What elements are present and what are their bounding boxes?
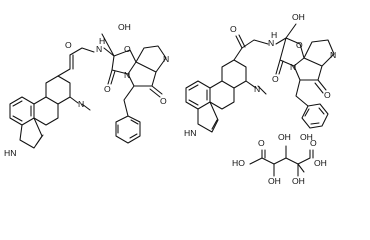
oxazolidinone-ring-1 — [101, 33, 137, 85]
n-pyrrolidine-label-2: N — [330, 50, 336, 60]
tartaric-acid — [249, 145, 314, 177]
ergoline-rings-1 — [33, 68, 91, 126]
hn-indole-label-1: HN — [4, 148, 16, 158]
o-amide-label-2: O — [230, 24, 237, 34]
pyrrolidine-ring-1 — [135, 45, 167, 73]
lactam-benzyl-2 — [293, 65, 329, 129]
o-lactam-label-1: O — [104, 84, 111, 94]
o-amide-label-1: O — [65, 40, 72, 50]
molecule-2 — [185, 23, 335, 133]
amide-group-1 — [69, 47, 95, 70]
tartaric-oh-right-label: OH — [314, 158, 327, 168]
tartaric-ho-left-label: HO — [232, 158, 245, 168]
h-nh-label-2: H — [271, 30, 277, 40]
n-methyl-label-2: N — [254, 84, 260, 94]
tartaric-o-left-label: O — [258, 138, 265, 148]
n-ring-label-2: N — [290, 62, 296, 72]
o-ring-label-1: O — [124, 44, 131, 54]
pyrrolidine-ring-2 — [303, 39, 335, 67]
o-carbonyl-label-2: O — [324, 90, 331, 100]
chemical-structure-diagram: HN N O H N OH O O N N O — [4, 12, 336, 186]
o-lactam-label-2: O — [272, 74, 279, 84]
indole-pyrrole-ring-1 — [19, 117, 44, 149]
n-amide-label-1: N — [96, 44, 102, 54]
indole-pyrrole-ring-2 — [197, 101, 219, 133]
hn-indole-label-2: HN — [184, 128, 196, 138]
molecule-1 — [9, 33, 167, 149]
indole-benzene-ring-1 — [9, 96, 35, 126]
o-ring-label-2: O — [296, 40, 303, 50]
n-pyrrolidine-label-1: N — [163, 54, 169, 64]
ergoline-rings-2 — [209, 47, 267, 110]
structure-svg: HN N O H N OH O O N N O — [4, 12, 336, 186]
tartaric-oh-bot1-label: OH — [268, 176, 281, 186]
lactam-benzyl-1 — [115, 71, 163, 144]
tartaric-oh-bot2-label: OH — [292, 176, 305, 186]
n-amide-label-2: N — [268, 38, 274, 48]
n-methyl-label-1: N — [78, 99, 84, 109]
n-ring-label-1: N — [124, 70, 130, 80]
h-nh-label-1: H — [99, 36, 105, 46]
amide-group-2 — [235, 34, 269, 49]
oh-label-1: OH — [118, 22, 131, 32]
tartaric-oh-top2-label: OH — [300, 132, 313, 142]
indole-benzene-ring-2 — [185, 80, 211, 110]
tartaric-oh-top1-label: OH — [278, 132, 291, 142]
tartaric-o-right-label: O — [310, 138, 317, 148]
o-carbonyl-label-1: O — [160, 96, 167, 106]
oh-label-2: OH — [292, 12, 305, 22]
